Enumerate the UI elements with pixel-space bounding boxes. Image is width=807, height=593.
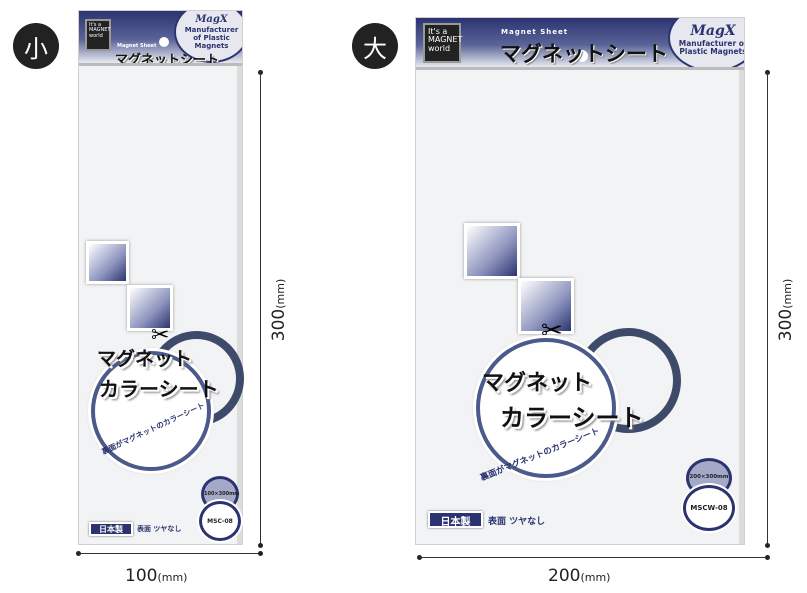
hang-hole — [576, 50, 588, 62]
headline-2: カラーシート — [99, 377, 219, 401]
width-value: 100 — [125, 566, 158, 586]
headline-1: マグネット — [482, 371, 593, 396]
product-package-large: It's a MAGNET world MagX Manufacturer of… — [415, 17, 745, 545]
made-in-japan-label: 日本製 — [428, 511, 483, 528]
unit: (mm) — [157, 571, 188, 584]
height-dimension-line — [767, 72, 768, 545]
width-dimension-line — [419, 557, 767, 558]
unit: (mm) — [274, 278, 288, 309]
width-dimension-label: 200(mm) — [548, 566, 610, 586]
width-dimension-label: 100(mm) — [125, 566, 187, 586]
width-dimension-line — [78, 553, 260, 554]
dim-endpoint — [258, 543, 263, 548]
unit: (mm) — [781, 278, 795, 309]
headline-2: カラーシート — [500, 404, 644, 432]
height-value: 300 — [269, 308, 290, 342]
unit: (mm) — [580, 571, 611, 584]
magx-logo: MagX Manufacturer of Plastic Magnets — [174, 11, 242, 63]
product-package-small: It's a MAGNET world MagX Manufacturer of… — [78, 10, 244, 545]
sheet-square-1 — [464, 223, 520, 279]
label-disc — [476, 338, 616, 478]
dim-endpoint — [765, 543, 770, 548]
product-code: MSC-08 — [199, 501, 241, 541]
package-subtitle: Magnet Sheet — [117, 43, 157, 49]
label-disc — [91, 351, 211, 471]
height-value: 300 — [776, 308, 797, 342]
sheet-square-2 — [127, 285, 173, 331]
dim-endpoint — [258, 551, 263, 556]
product-code: MSCW-08 — [683, 485, 735, 531]
brand-name: MagX — [195, 14, 228, 25]
height-dimension-label: 300(mm) — [269, 279, 289, 341]
dim-endpoint — [765, 555, 770, 560]
finish-label: 表面 ツヤなし — [137, 525, 182, 533]
width-value: 200 — [548, 566, 581, 586]
headline-1: マグネット — [97, 348, 193, 370]
sheet-square-1 — [86, 241, 129, 284]
brand-tagline: Manufacturer of Plastic Magnets — [678, 38, 744, 57]
size-badge-large: 大 — [352, 23, 398, 69]
hang-hole — [159, 37, 169, 47]
size-badge-small: 小 — [13, 23, 59, 69]
sheet-square-2 — [518, 278, 574, 334]
made-in-japan-label: 日本製 — [89, 522, 133, 536]
brand-logo: It's a MAGNET world — [85, 19, 111, 51]
package-subtitle: Magnet Sheet — [501, 28, 569, 36]
magx-logo: MagX Manufacturer of Plastic Magnets — [668, 18, 744, 67]
package-title: マグネットシート — [115, 53, 220, 66]
brand-name: MagX — [690, 23, 736, 39]
height-dimension-line — [260, 72, 261, 545]
brand-logo: It's a MAGNET world — [423, 23, 462, 63]
package-header: It's a MAGNET world MagX Manufacturer of… — [79, 11, 242, 66]
finish-label: 表面 ツヤなし — [488, 517, 546, 527]
height-dimension-label: 300(mm) — [776, 279, 796, 341]
package-title: マグネットシート — [500, 42, 668, 66]
package-header: It's a MAGNET world MagX Manufacturer of… — [416, 18, 744, 70]
brand-tagline: Manufacturer of Plastic Magnets — [184, 26, 239, 51]
